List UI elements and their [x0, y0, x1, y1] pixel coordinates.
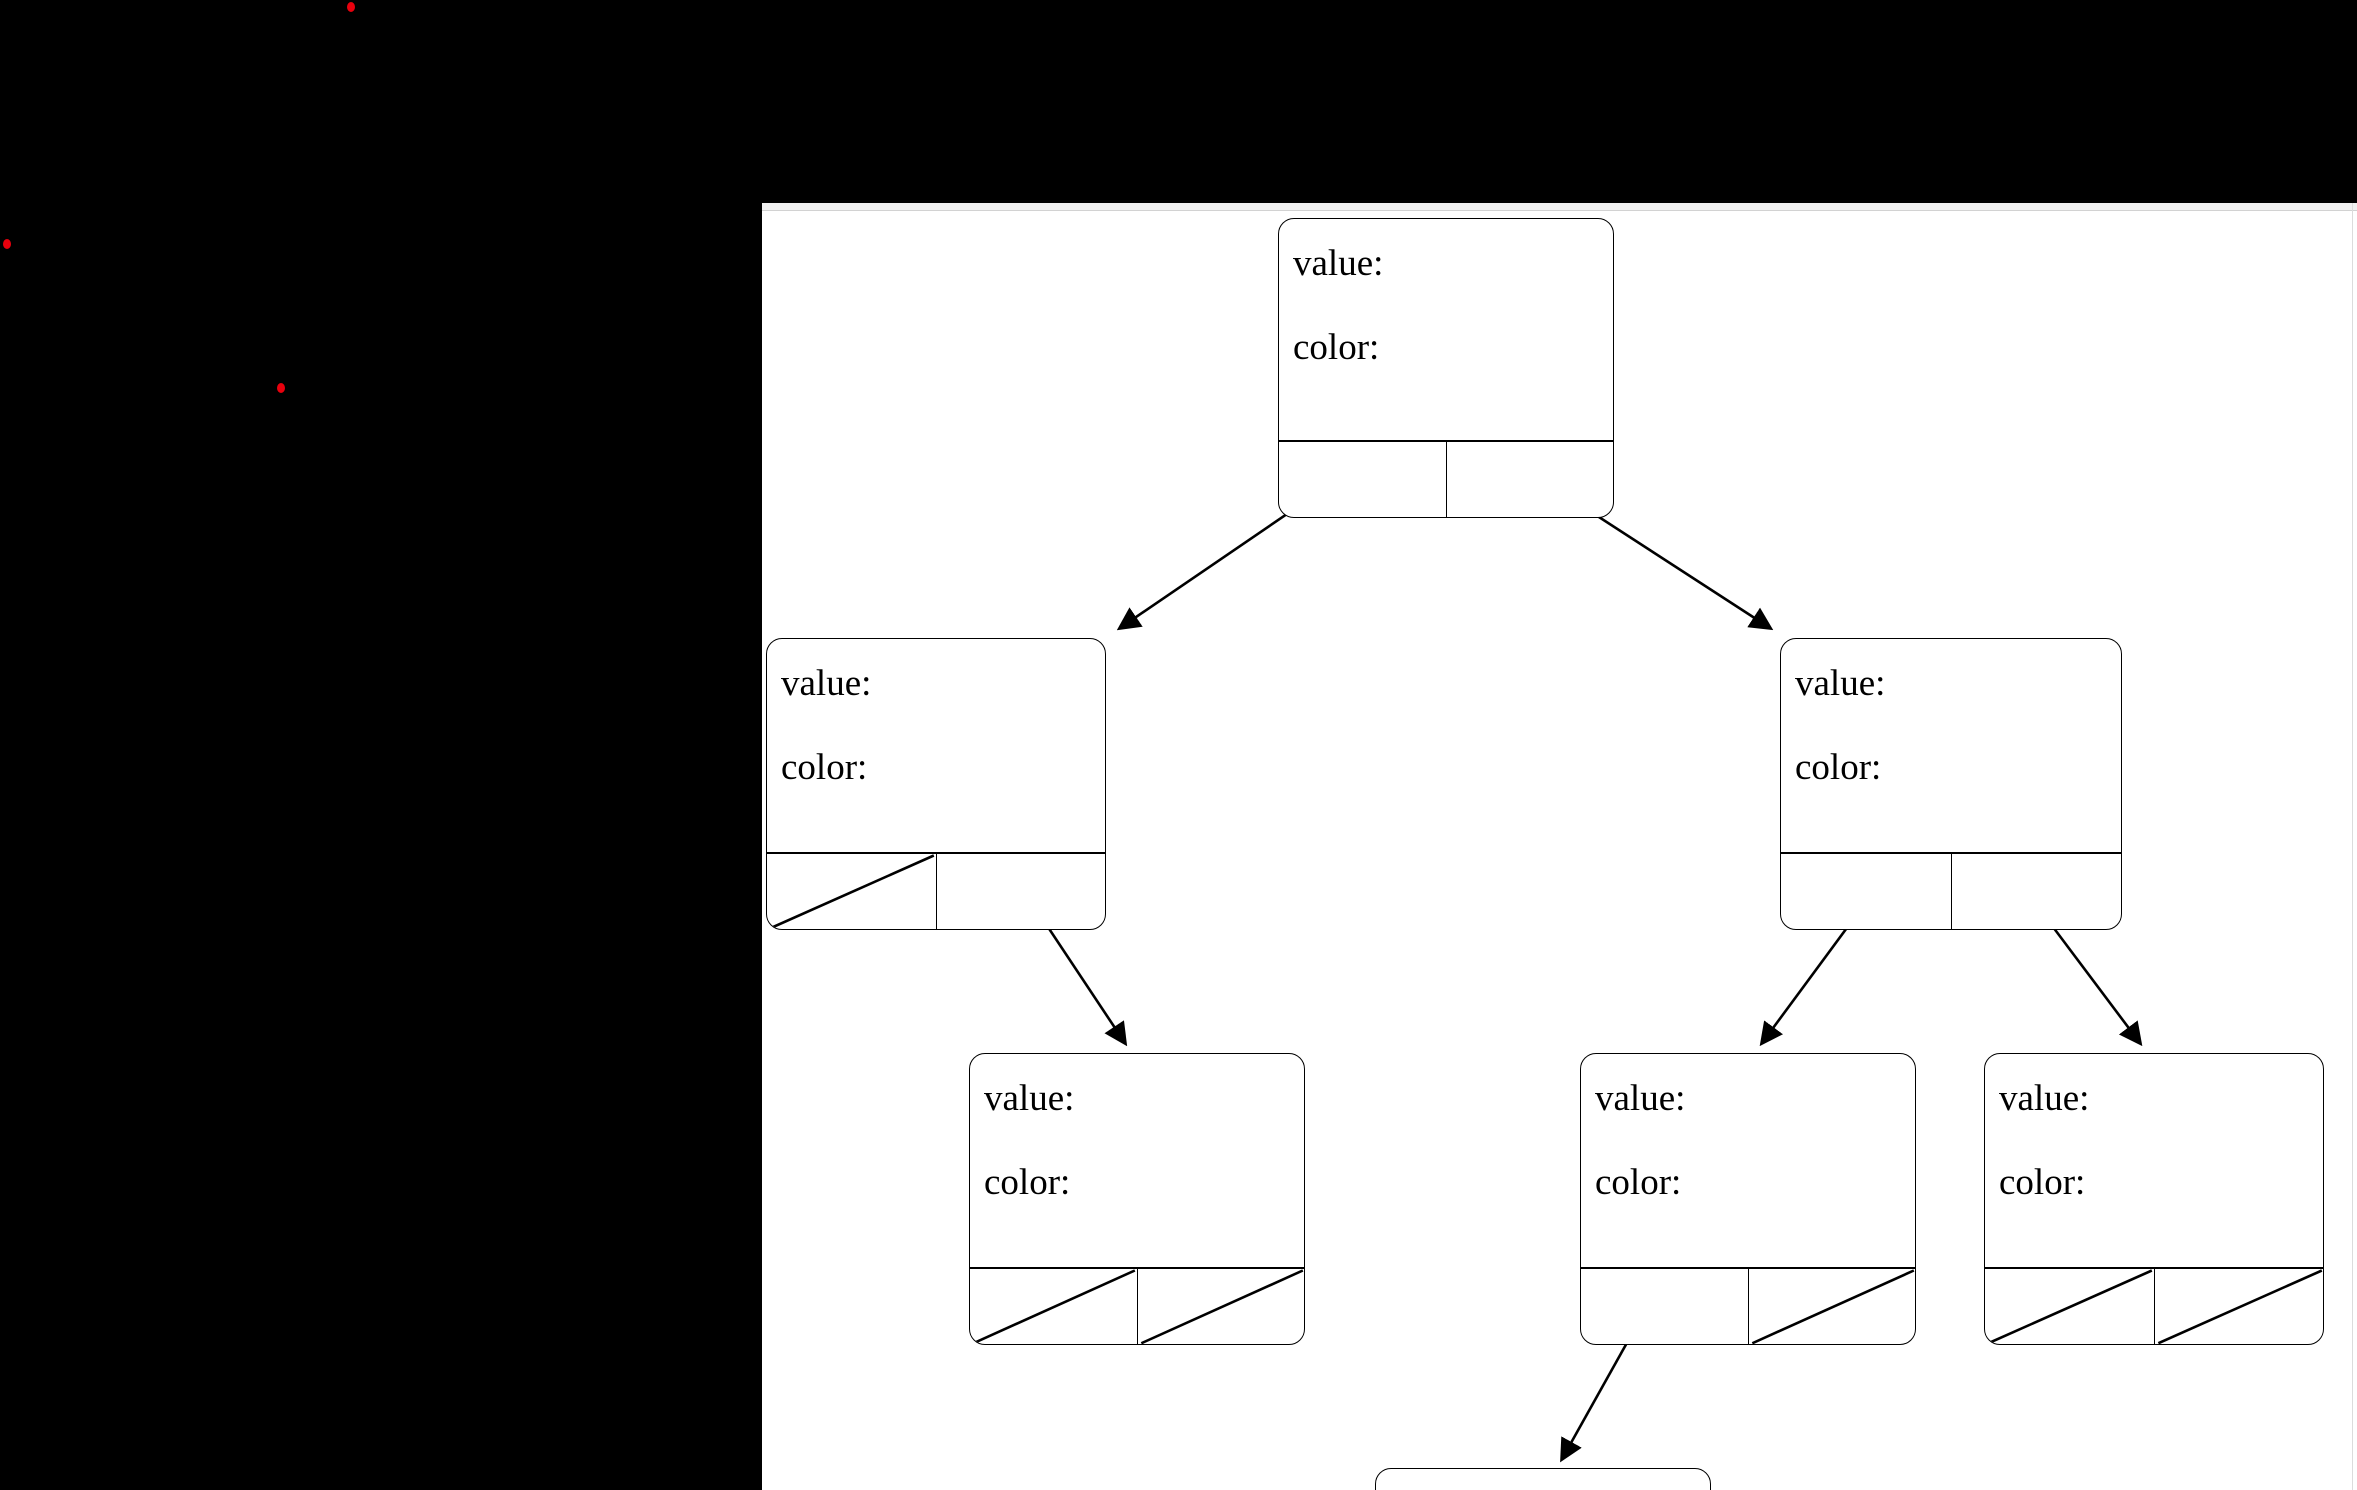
- node-value-label: value:: [1293, 243, 1384, 284]
- node-right-child[interactable]: value: color:: [1780, 638, 2122, 930]
- node-pointer-bar: [1279, 440, 1613, 517]
- node-pointer-bar: [1985, 1267, 2323, 1344]
- pointer-cell-left-link[interactable]: [1581, 1269, 1749, 1344]
- node-value-label: value:: [781, 663, 872, 704]
- node-fields: value:color:: [1376, 1469, 1710, 1490]
- node-root[interactable]: value: color:: [1278, 218, 1614, 518]
- document-viewer-panel: value: color: value: color: value: color: valu…: [762, 203, 2357, 1490]
- node-left-leaf[interactable]: value: color:: [969, 1053, 1305, 1345]
- pointer-cell-left-null[interactable]: [767, 854, 937, 929]
- pointer-cell-left-link[interactable]: [1279, 442, 1447, 517]
- red-dot-middle: [277, 383, 285, 393]
- tree-diagram-surface: value: color: value: color: value: color: valu…: [762, 203, 2357, 1490]
- node-value-label: value:: [1595, 1078, 1686, 1119]
- node-value-label: value:: [1795, 663, 1886, 704]
- pointer-cell-right-link[interactable]: [1952, 854, 2122, 929]
- node-color-label: color:: [1293, 327, 1380, 368]
- pointer-cell-right-null[interactable]: [1749, 1269, 1916, 1344]
- node-fields: value: color:: [970, 1054, 1304, 1201]
- node-fields: value: color:: [1781, 639, 2121, 786]
- red-dot-left: [3, 239, 11, 249]
- node-value-label: value:: [1999, 1078, 2090, 1119]
- node-fields: value: color:: [767, 639, 1105, 786]
- node-fields: value: color:: [1581, 1054, 1915, 1201]
- node-pointer-bar: [1781, 852, 2121, 929]
- pointer-cell-left-null[interactable]: [970, 1269, 1138, 1344]
- node-color-label: color:: [781, 747, 868, 788]
- panel-right-rule: [2352, 203, 2353, 1490]
- node-value-label: value:: [984, 1078, 1075, 1119]
- node-color-label: color:: [1999, 1162, 2086, 1203]
- node-color-label: color:: [1595, 1162, 1682, 1203]
- node-fields: value: color:: [1985, 1054, 2323, 1201]
- node-middle[interactable]: value: color:: [1580, 1053, 1916, 1345]
- pointer-cell-right-link[interactable]: [937, 854, 1106, 929]
- node-pointer-bar: [767, 852, 1105, 929]
- pointer-cell-left-null[interactable]: [1985, 1269, 2155, 1344]
- pointer-cell-right-null[interactable]: [2155, 1269, 2324, 1344]
- node-color-label: color:: [1795, 747, 1882, 788]
- node-left-child[interactable]: value: color:: [766, 638, 1106, 930]
- node-pointer-bar: [970, 1267, 1304, 1344]
- pointer-cell-left-link[interactable]: [1781, 854, 1952, 929]
- node-color-label: color:: [984, 1162, 1071, 1203]
- node-fields: value: color:: [1279, 219, 1613, 366]
- pointer-cell-right-link[interactable]: [1447, 442, 1614, 517]
- node-bottom[interactable]: value:color:: [1375, 1468, 1711, 1490]
- panel-top-strip: [762, 203, 2357, 211]
- pointer-cell-right-null[interactable]: [1138, 1269, 1305, 1344]
- node-right-leaf[interactable]: value: color:: [1984, 1053, 2324, 1345]
- red-dot-top: [347, 2, 355, 12]
- node-pointer-bar: [1581, 1267, 1915, 1344]
